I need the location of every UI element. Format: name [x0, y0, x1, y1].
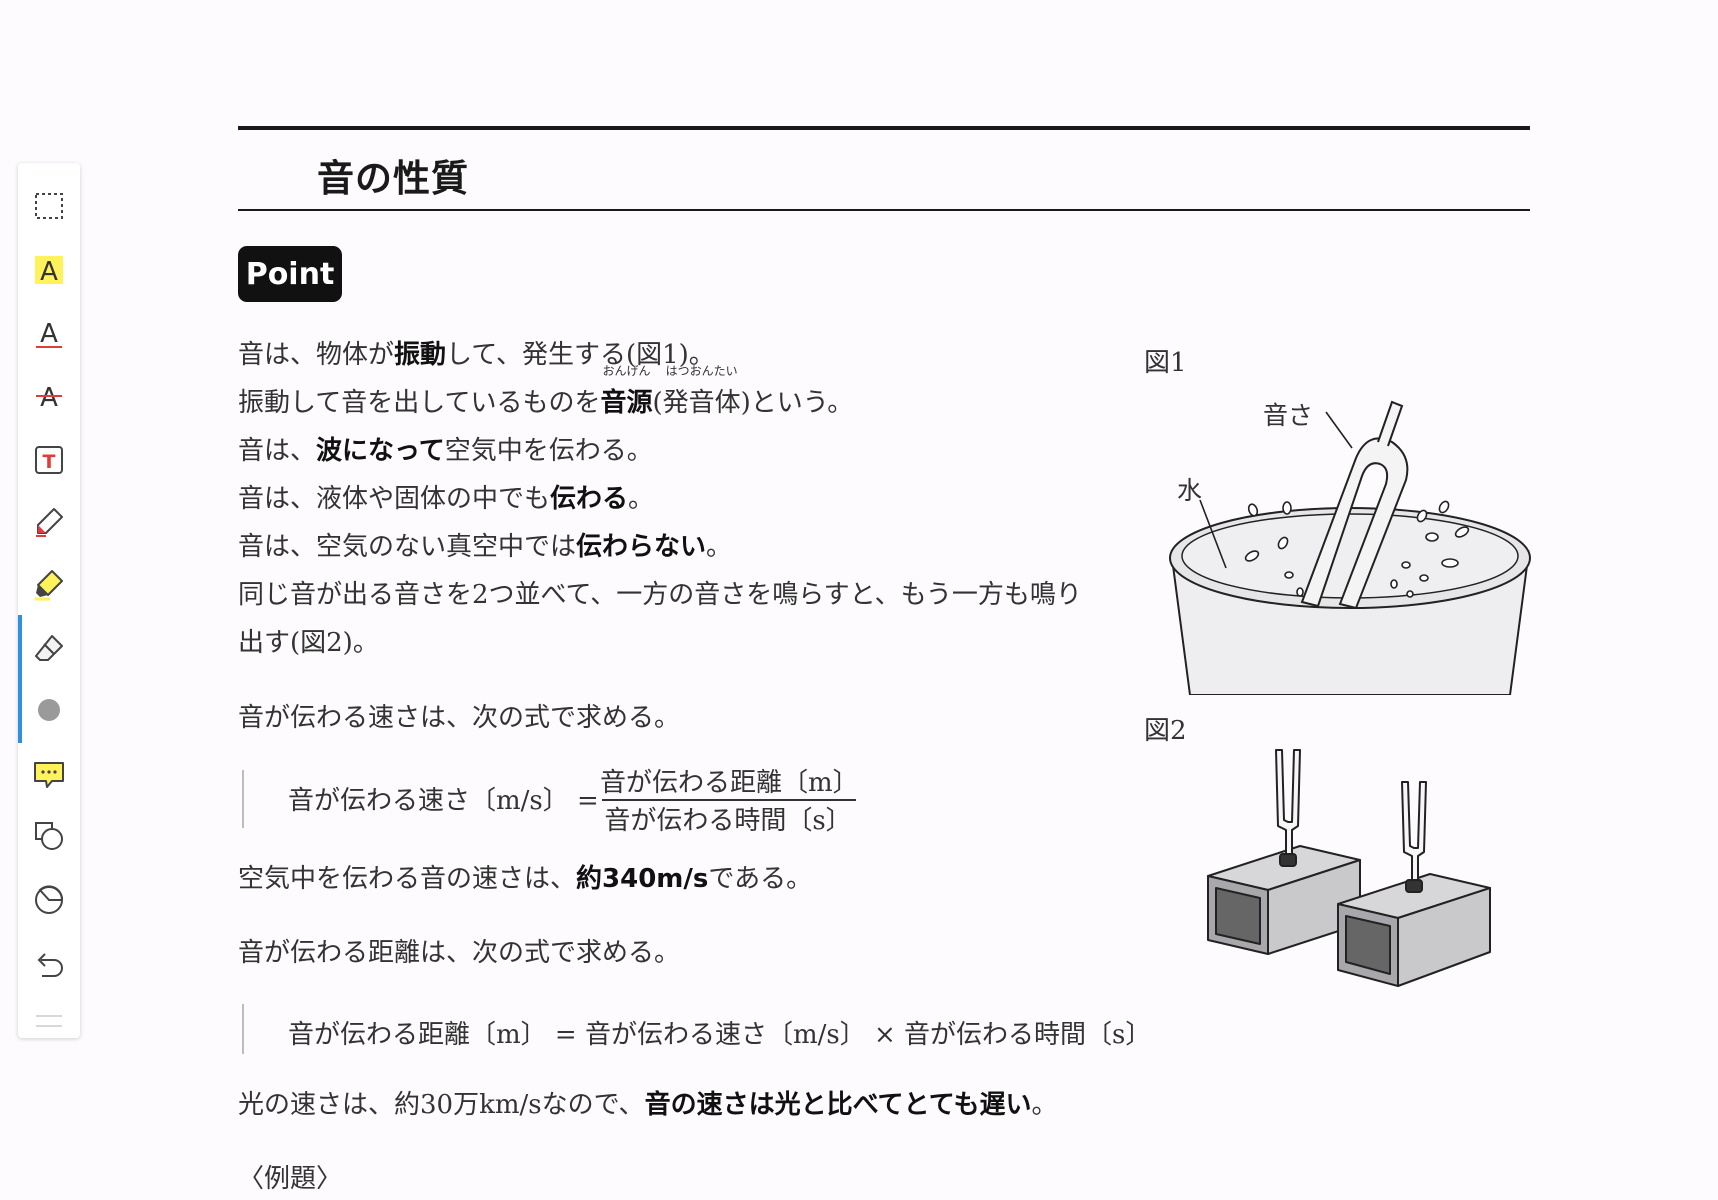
fig1-tuning-fork-label: 音さ	[1263, 401, 1314, 430]
fraction-line	[602, 799, 856, 801]
select-tool[interactable]	[18, 181, 80, 231]
svg-text:A: A	[40, 383, 58, 413]
pen-tool[interactable]	[18, 497, 80, 547]
undo-button[interactable]	[18, 939, 80, 989]
svg-text:A: A	[40, 257, 58, 287]
text-line-1: 音は、物体が振動して、発生する(図1)。	[238, 340, 715, 370]
underline-a-icon: A	[36, 319, 62, 349]
point-badge: Point	[238, 246, 342, 302]
text-strikethrough-tool[interactable]: A	[18, 371, 80, 421]
speed-formula-denominator: 音が伝わる時間〔s〕	[604, 806, 852, 836]
highlight-a-icon: A	[35, 256, 63, 287]
speed-formula-numerator: 音が伝わる距離〔m〕	[600, 768, 859, 798]
textbox-icon: T	[35, 446, 63, 474]
color-dot-icon	[38, 699, 60, 721]
text-line-2: 振動して音を出しているものをおんげん音源(はつおんたい発音体)という。	[238, 364, 854, 418]
shape-tool[interactable]	[18, 811, 80, 861]
pen-icon	[36, 508, 63, 537]
air-speed-line: 空気中を伝わる音の速さは、約340m/sである。	[238, 864, 813, 894]
header-top-rule	[238, 126, 1530, 130]
textbox-tool[interactable]: T	[18, 435, 80, 485]
comment-icon	[34, 762, 64, 788]
svg-text:A: A	[40, 319, 58, 349]
text-line-3: 音は、波になって空気中を伝わる。	[238, 436, 653, 466]
pie-icon	[35, 885, 64, 914]
figure-1-label: 図1	[1144, 348, 1187, 378]
light-speed-line: 光の速さは、約30万km/sなので、音の速さは光と比べてとても遅い。	[238, 1090, 1058, 1120]
example-heading: 〈例題〉	[238, 1164, 343, 1194]
svg-text:T: T	[43, 451, 56, 473]
highlighter-tool[interactable]	[18, 559, 80, 609]
text-highlight-tool[interactable]: A	[18, 245, 80, 295]
shapes-icon	[35, 822, 63, 850]
text-line-4: 音は、液体や固体の中でも伝わる。	[238, 484, 655, 514]
speed-formula-left: 音が伝わる速さ〔m/s〕 =	[288, 786, 599, 816]
formula-bar-speed	[242, 770, 244, 828]
header-bottom-rule	[238, 209, 1530, 211]
distance-formula: 音が伝わる距離〔m〕 = 音が伝わる速さ〔m/s〕 × 音が伝わる時間〔s〕	[288, 1020, 1152, 1050]
undo-icon	[37, 953, 63, 977]
sticker-tool[interactable]	[18, 875, 80, 925]
dashed-rectangle-icon	[35, 193, 63, 219]
text-line-5: 音は、空気のない真空中では伝わらない。	[238, 532, 733, 562]
text-line-7: 出す(図2)。	[238, 628, 379, 658]
figure-2-label: 図2	[1144, 716, 1187, 746]
color-picker[interactable]	[18, 677, 80, 743]
eraser-tool[interactable]	[18, 615, 80, 681]
speed-intro: 音が伝わる速さは、次の式で求める。	[238, 703, 681, 733]
highlighter-icon	[35, 570, 63, 601]
annotation-toolbar: A A A T	[18, 163, 80, 1038]
distance-intro: 音が伝わる距離は、次の式で求める。	[238, 938, 681, 968]
page-title: 音の性質	[317, 157, 469, 200]
strikethrough-a-icon: A	[36, 383, 62, 413]
fig1-water-label: 水	[1177, 476, 1203, 505]
figure-2-two-tuning-forks	[1207, 749, 1491, 987]
comment-tool[interactable]	[18, 749, 80, 799]
formula-bar-distance	[242, 1004, 244, 1054]
toolbar-drag-handle[interactable]	[36, 1015, 62, 1027]
text-underline-tool[interactable]: A	[18, 309, 80, 359]
figure-1-tuning-fork-water	[1169, 400, 1531, 695]
eraser-icon	[35, 635, 63, 661]
text-line-6: 同じ音が出る音さを2つ並べて、一方の音さを鳴らすと、もう一方も鳴り	[238, 580, 1082, 610]
